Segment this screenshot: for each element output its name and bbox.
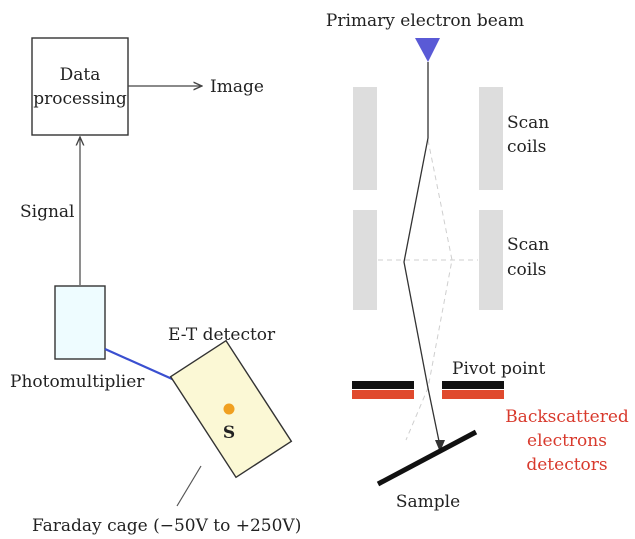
faraday-cage-label: Faraday cage (−50V to +250V) [32, 516, 301, 536]
s-label: S [223, 423, 235, 443]
data-processing-box [31, 37, 129, 136]
data-processing-label-line1: Data [60, 65, 101, 85]
scan-coils-upper-label-line1: Scan [507, 113, 549, 133]
beam-path [403, 62, 441, 447]
pivot-point-label: Pivot point [452, 359, 545, 379]
primary-beam-label: Primary electron beam [326, 11, 524, 31]
signal-label: Signal [20, 202, 75, 222]
image-label: Image [210, 77, 264, 97]
scan-coils-upper-label-line2: coils [507, 137, 546, 157]
scan-coils-lower-label-line2: coils [507, 260, 546, 280]
bse-label-line2: electrons [527, 431, 607, 451]
beam-source-triangle [415, 38, 440, 62]
bse-label-line3: detectors [526, 455, 607, 475]
photomultiplier-box [54, 285, 106, 360]
beam-arrowhead [435, 440, 445, 452]
bse-detector-left-bottom [352, 390, 414, 399]
scan-coils-lower-label-line1: Scan [507, 235, 549, 255]
scan-coil-upper-left [353, 87, 377, 190]
sample-plate [376, 429, 478, 487]
bse-detector-right-top [442, 381, 504, 389]
scan-coil-lower-left [353, 210, 377, 310]
alternate-beam-path [405, 139, 453, 441]
bse-label-line1: Backscattered [505, 407, 629, 427]
scintillator-dot [223, 403, 235, 415]
bse-detector-left-top [352, 381, 414, 389]
faraday-lead [176, 465, 202, 507]
scan-coil-upper-right [479, 87, 503, 190]
et-detector-label: E-T detector [168, 325, 276, 345]
bse-detector-right-bottom [442, 390, 504, 399]
photomultiplier-label: Photomultiplier [10, 372, 145, 392]
scan-coil-lower-right [479, 210, 503, 310]
sample-label: Sample [396, 492, 460, 512]
data-processing-label-line2: processing [33, 89, 127, 109]
